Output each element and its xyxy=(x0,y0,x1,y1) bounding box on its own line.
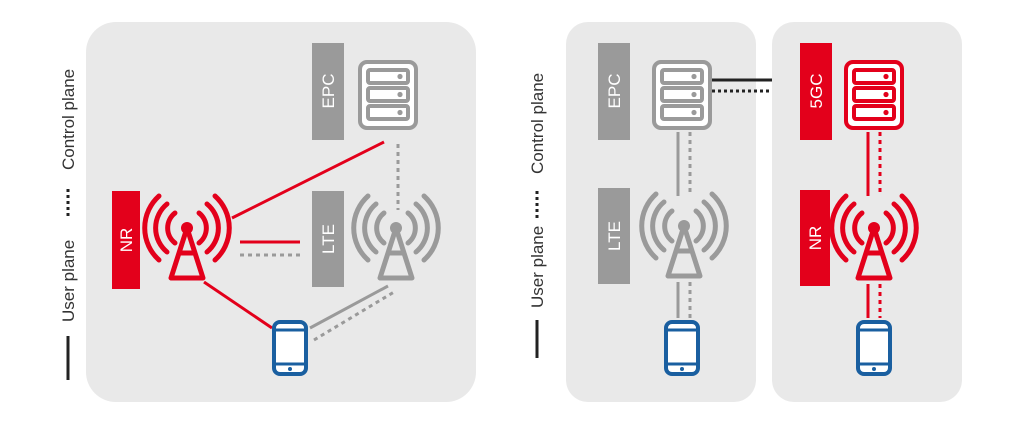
user-plane-legend-label: User plane xyxy=(59,240,78,322)
lte-label: LTE xyxy=(605,221,624,251)
epc-server-icon xyxy=(358,60,418,130)
nr-label: NR xyxy=(117,228,136,253)
lte-label: LTE xyxy=(319,224,338,254)
lte-phone-user-plane-link xyxy=(309,284,389,330)
lte-tag xyxy=(312,191,344,287)
left-panel: EPC NR LTE xyxy=(86,22,476,402)
phone-icon xyxy=(272,320,308,376)
control-plane-legend-label: Control plane xyxy=(528,73,547,174)
epc-label: EPC xyxy=(319,74,338,109)
epc-label: EPC xyxy=(605,74,624,109)
legend-right: User plane Control plane xyxy=(528,73,547,358)
right-panel-lte: EPC LTE xyxy=(566,22,756,402)
nr-tag xyxy=(112,191,140,289)
nr-epc-user-plane-link xyxy=(231,140,385,220)
right-panel-5g: 5GC NR xyxy=(772,22,962,402)
epc-tag xyxy=(598,43,630,140)
epc-server-icon xyxy=(652,60,712,130)
nr-phone-user-plane-link xyxy=(203,280,273,330)
legend-left: User plane Control plane xyxy=(59,69,78,380)
nr-label: NR xyxy=(806,226,825,251)
nr-tag xyxy=(800,190,830,286)
epc-tag xyxy=(312,43,344,140)
5gc-server-icon xyxy=(844,60,904,130)
user-plane-legend-label: User plane xyxy=(528,226,547,308)
phone-icon xyxy=(664,320,700,376)
5gc-tag xyxy=(800,43,832,140)
5gc-label: 5GC xyxy=(807,74,826,109)
phone-icon xyxy=(856,320,892,376)
control-plane-legend-label: Control plane xyxy=(59,69,78,170)
lte-tag xyxy=(598,188,630,284)
